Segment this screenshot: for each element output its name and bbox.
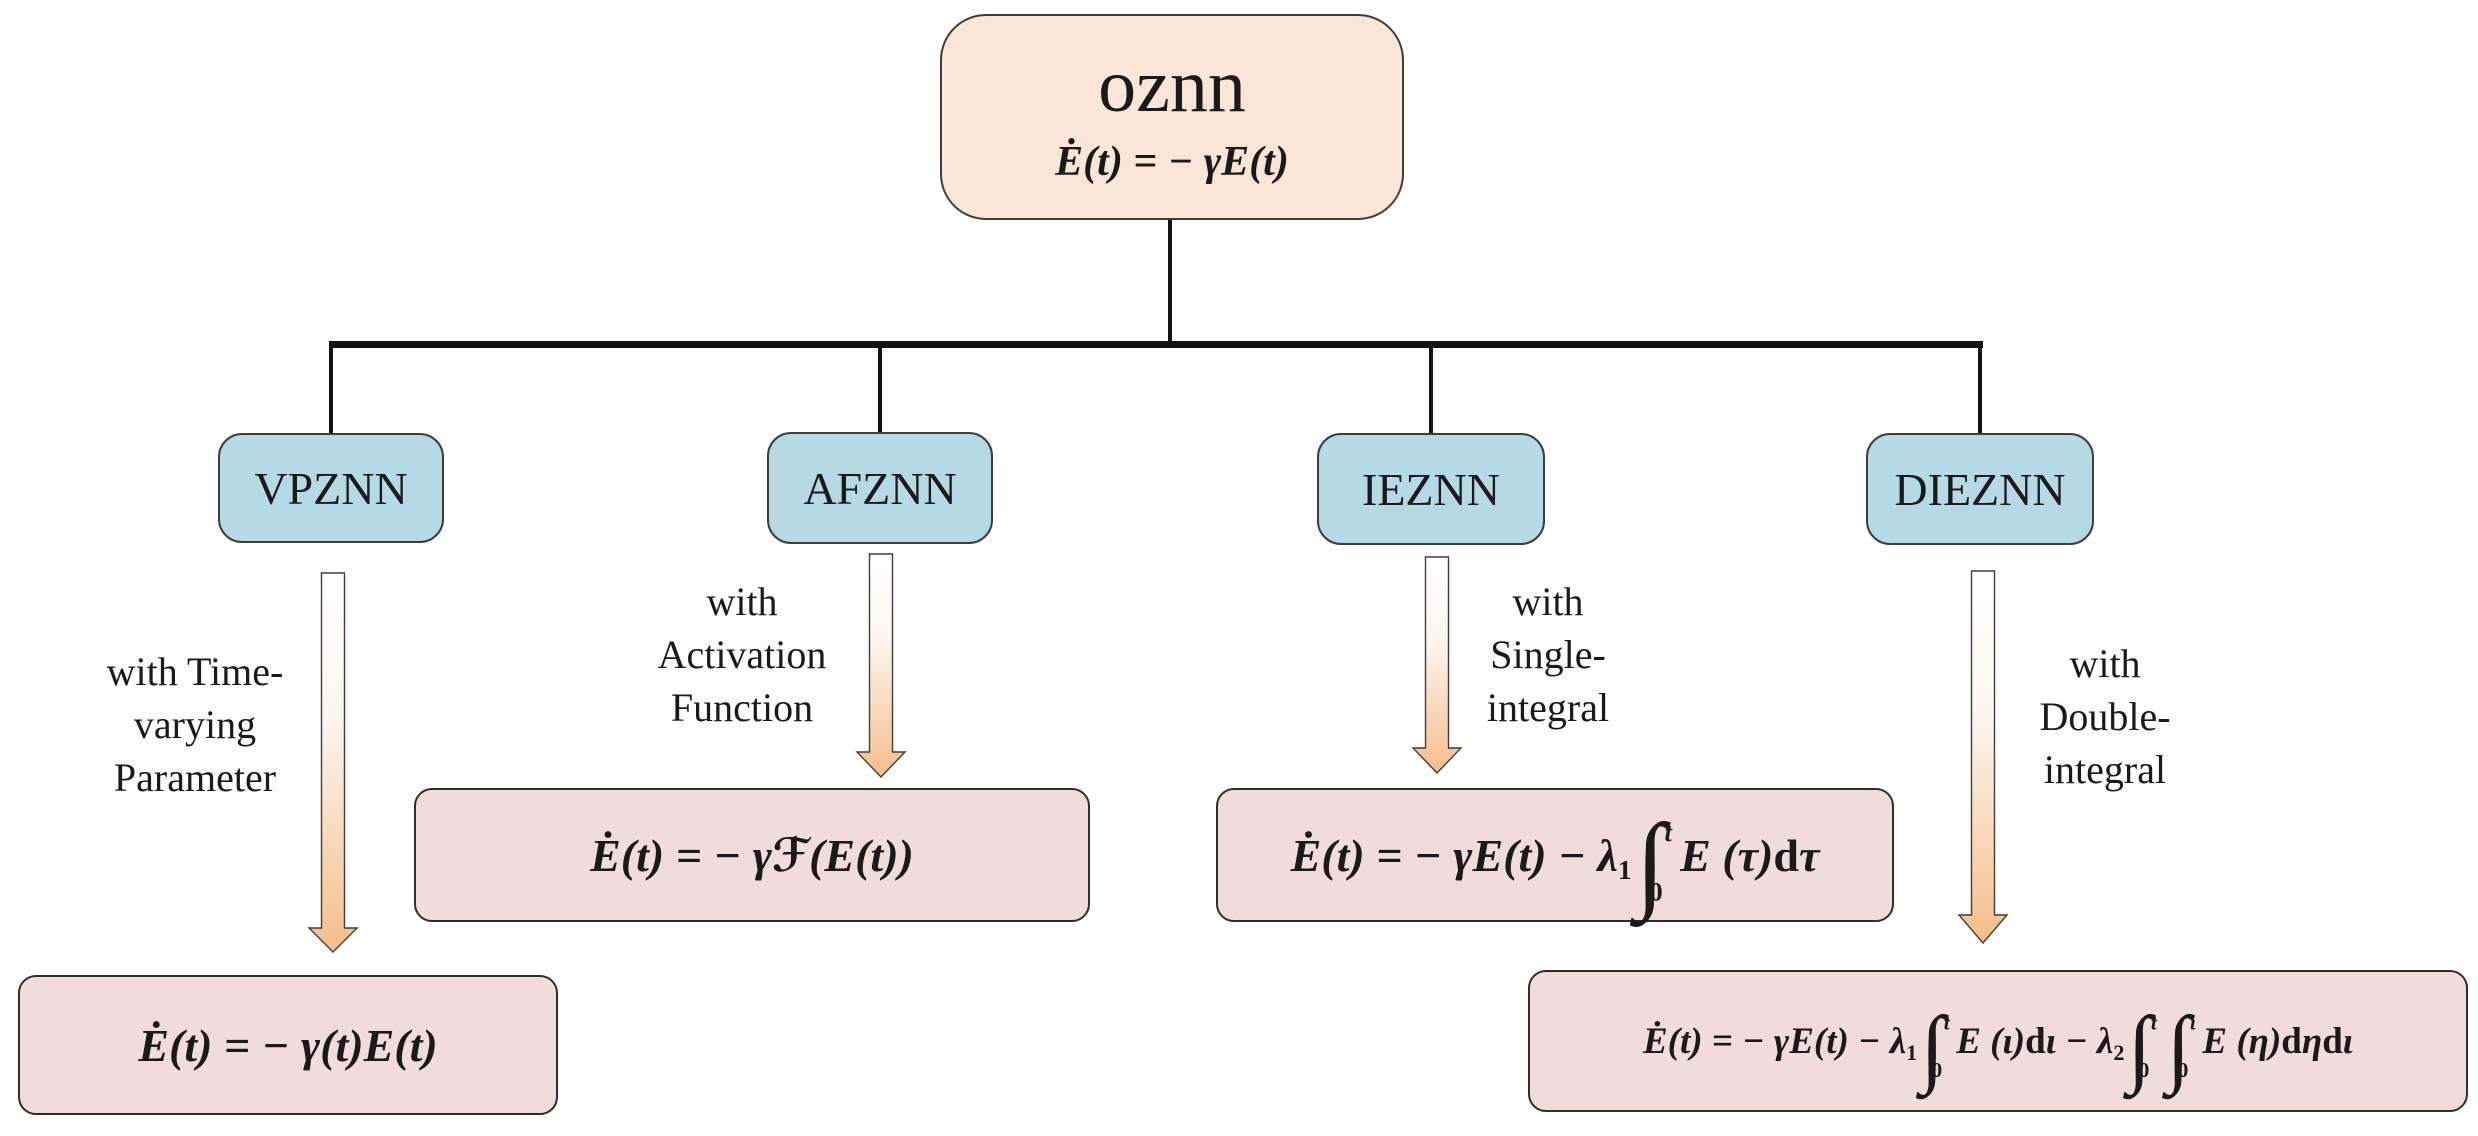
- node-oznn-title: oznn: [1098, 44, 1246, 128]
- node-dieznn: DIEZNN: [1866, 433, 2094, 545]
- connector-root-stem: [1168, 220, 1172, 344]
- node-oznn-equation: Ė(t) = − γE(t): [1055, 139, 1289, 185]
- node-ieznn: IEZNN: [1317, 433, 1545, 545]
- connector-stub-afznn: [878, 348, 882, 434]
- arrow-dieznn: [1957, 570, 2009, 945]
- arrow-label-dieznn: with Double- integral: [2039, 641, 2171, 792]
- node-afznn: AFZNN: [767, 432, 993, 544]
- node-vpznn: VPZNN: [218, 433, 444, 543]
- connector-stub-ieznn: [1429, 348, 1433, 434]
- arrow-label-vpznn: with Time- varying Parameter: [106, 649, 284, 800]
- arrow-afznn: [855, 553, 907, 779]
- equation-box-vpznn: Ė(t) = − γ(t)E(t): [18, 975, 558, 1115]
- connector-horizontal-bar: [329, 341, 1983, 348]
- connector-stub-dieznn: [1978, 348, 1982, 434]
- arrow-label-ieznn: with Single- integral: [1486, 579, 1610, 730]
- arrow-ieznn: [1411, 556, 1463, 775]
- arrow-vpznn: [307, 572, 359, 953]
- arrow-label-afznn: with Activation Function: [657, 579, 827, 730]
- connector-stub-vpznn: [329, 348, 333, 434]
- node-afznn-label: AFZNN: [803, 462, 957, 514]
- node-ieznn-label: IEZNN: [1362, 463, 1500, 515]
- node-oznn: oznn Ė(t) = − γE(t): [940, 14, 1404, 220]
- node-dieznn-label: DIEZNN: [1894, 463, 2066, 515]
- equation-vpznn: Ė(t) = − γ(t)E(t): [138, 1019, 438, 1071]
- node-vpznn-label: VPZNN: [254, 462, 408, 514]
